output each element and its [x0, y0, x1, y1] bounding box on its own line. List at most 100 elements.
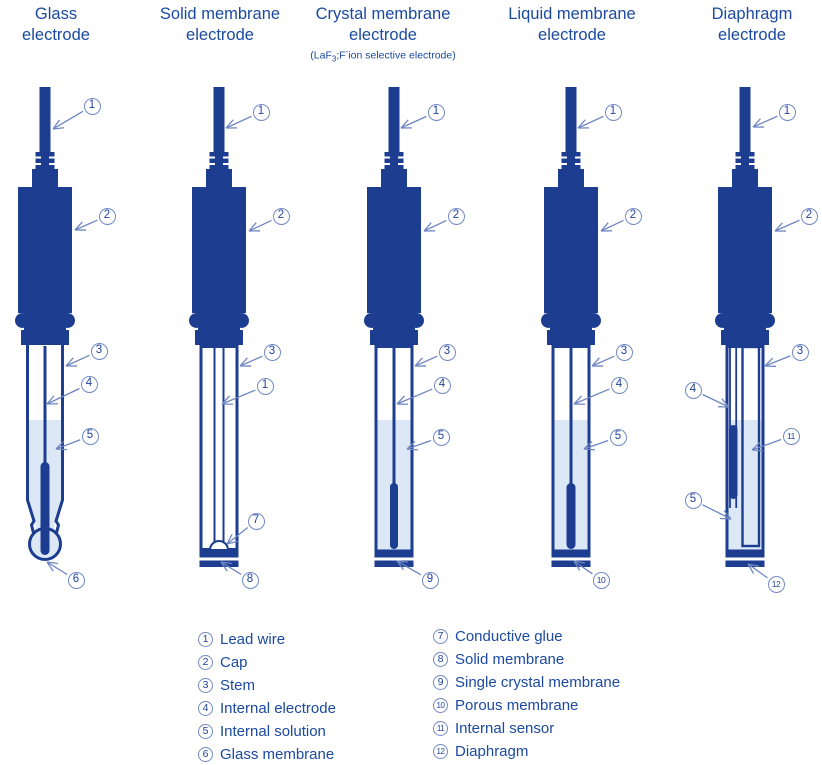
callout-arrow: [600, 219, 624, 232]
title-glass-electrode: Glass electrode: [0, 4, 146, 46]
callout-1: 1: [83, 97, 101, 115]
title-solid-membrane-electrode: Solid membrane electrode: [130, 4, 310, 46]
callout-4: 4: [684, 381, 702, 399]
callout-arrow: [414, 355, 438, 367]
legend-item-solid-membrane: 8 Solid membrane: [433, 648, 620, 671]
legend-number: 1: [198, 632, 213, 647]
callout-1: 1: [252, 103, 270, 121]
callout-arrow: [226, 527, 249, 545]
callout-arrow: [55, 439, 81, 451]
title-line: electrode: [22, 26, 90, 44]
legend-number: 10: [433, 698, 448, 713]
callout-arrow: [702, 393, 730, 408]
callout-arrow: [747, 563, 768, 579]
callout-12: 12: [767, 575, 785, 593]
title-line: Glass: [34, 5, 78, 23]
callout-1: 1: [778, 103, 796, 121]
legend-number: 5: [198, 724, 213, 739]
legend-label: Internal solution: [220, 723, 326, 740]
callout-2: 2: [800, 207, 818, 225]
title-diaphragm-electrode: Diaphragm electrode: [662, 4, 822, 46]
title-line: electrode: [349, 26, 417, 44]
legend-item-single-crystal-membrane: 9 Single crystal membrane: [433, 671, 620, 694]
legend-item-diaphragm: 12 Diaphragm: [433, 740, 620, 763]
liquid-membrane-electrode-drawing: [541, 87, 601, 567]
legend-item-cap: 2 Cap: [198, 651, 336, 674]
legend-item-porous-membrane: 10 Porous membrane: [433, 694, 620, 717]
callout-arrow: [577, 115, 604, 129]
title-line: electrode: [538, 26, 606, 44]
callout-arrow: [573, 560, 593, 575]
callout-arrow: [52, 110, 84, 130]
callout-1: 1: [604, 103, 622, 121]
title-line: electrode: [186, 26, 254, 44]
callout-2: 2: [447, 207, 465, 225]
crystal-electrode-subtitle: (LaF3;F-ion selective electrode): [310, 47, 456, 64]
callout-5: 5: [684, 491, 702, 509]
callout-arrow: [220, 561, 242, 576]
callout-arrow: [248, 219, 272, 232]
title-line: Liquid membrane: [508, 5, 636, 23]
callout-3: 3: [615, 343, 633, 361]
legend-label: Porous membrane: [455, 697, 579, 714]
callout-arrow: [764, 355, 791, 368]
legend-label: Internal electrode: [220, 700, 336, 717]
legend-label: Lead wire: [220, 631, 286, 648]
callout-5: 5: [432, 428, 450, 446]
callout-arrow: [46, 561, 68, 576]
callout-arrow: [573, 388, 610, 405]
legend-label: Internal sensor: [455, 720, 555, 737]
callout-4: 4: [433, 376, 451, 394]
legend-label: Conductive glue: [455, 628, 563, 645]
legend-number: 8: [433, 652, 448, 667]
callout-1: 1: [427, 103, 445, 121]
callout-6: 6: [67, 571, 85, 589]
legend-label: Solid membrane: [455, 651, 565, 668]
callout-5: 5: [81, 427, 99, 445]
legend-item-internal-solution: 5 Internal solution: [198, 720, 336, 743]
title-crystal-membrane-electrode: Crystal membrane electrode (LaF3;F-ion s…: [293, 4, 473, 66]
legend-label: Stem: [220, 677, 256, 694]
callout-8: 8: [241, 571, 259, 589]
legend-number: 11: [433, 721, 448, 736]
callout-3: 3: [90, 342, 108, 360]
callout-arrow: [46, 387, 80, 405]
callout-4: 4: [80, 375, 98, 393]
legend-number: 12: [433, 744, 448, 759]
callout-arrow: [74, 219, 98, 231]
legend-number: 4: [198, 701, 213, 716]
callout-3: 3: [438, 343, 456, 361]
legend-label: Diaphragm: [455, 743, 529, 760]
legend-item-internal-sensor: 11 Internal sensor: [433, 717, 620, 740]
title-line: electrode: [718, 26, 786, 44]
callout-arrow: [423, 219, 447, 232]
legend-item-glass-membrane: 6 Glass membrane: [198, 743, 336, 765]
callout-2: 2: [272, 207, 290, 225]
legend-item-internal-electrode: 4 Internal electrode: [198, 697, 336, 720]
callout-arrow: [225, 115, 252, 129]
solid-membrane-electrode-drawing: [189, 87, 249, 567]
crystal-membrane-electrode-drawing: [364, 87, 424, 567]
callout-3: 3: [791, 343, 809, 361]
legend-label: Cap: [220, 654, 248, 671]
title-liquid-membrane-electrode: Liquid membrane electrode: [482, 4, 662, 46]
callout-arrow: [406, 439, 432, 451]
callout-2: 2: [624, 207, 642, 225]
legend-number: 2: [198, 655, 213, 670]
callout-arrow: [591, 355, 615, 367]
legend-number: 6: [198, 747, 213, 762]
legend-label: Single crystal membrane: [455, 674, 621, 691]
legend-label: Glass membrane: [220, 746, 335, 763]
callout-arrow: [221, 389, 256, 405]
callout-9: 9: [421, 571, 439, 589]
title-line: Crystal membrane: [315, 5, 451, 23]
legend-number: 9: [433, 675, 448, 690]
callout-arrow: [396, 560, 422, 576]
callout-arrow: [702, 504, 732, 520]
